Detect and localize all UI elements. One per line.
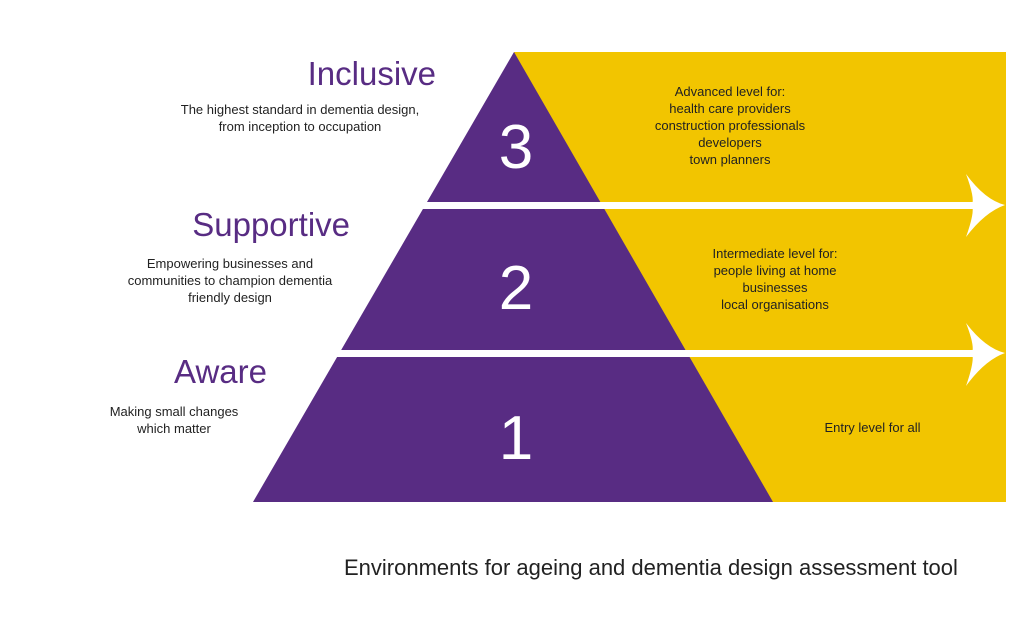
level-1-number: 1 bbox=[498, 404, 534, 473]
audience-line: local organisations bbox=[721, 297, 829, 312]
description-line: Empowering businesses and bbox=[146, 256, 314, 271]
description-line: friendly design bbox=[188, 290, 272, 305]
description-line: Making small changes bbox=[109, 404, 239, 419]
audience-line: construction professionals bbox=[654, 118, 806, 133]
divider-arrow-lower bbox=[337, 350, 980, 357]
divider-arrow-upper bbox=[420, 202, 980, 209]
level-3-number: 3 bbox=[498, 113, 534, 182]
level-2-description: Empowering businesses and communities to… bbox=[100, 255, 360, 306]
audience-line: people living at home bbox=[713, 263, 837, 278]
audience-line: businesses bbox=[742, 280, 808, 295]
description-line: The highest standard in dementia design, bbox=[180, 102, 420, 117]
level-2-title: Supportive bbox=[192, 206, 350, 243]
level-2-audience: Intermediate level for: people living at… bbox=[670, 245, 880, 313]
pyramid bbox=[253, 52, 773, 502]
audience-line: Advanced level for: bbox=[674, 84, 786, 99]
level-3-audience: Advanced level for: health care provider… bbox=[620, 83, 840, 168]
audience-line: Intermediate level for: bbox=[712, 246, 838, 261]
audience-line: Entry level for all bbox=[824, 420, 921, 435]
level-2-number: 2 bbox=[498, 254, 534, 323]
caption: Environments for ageing and dementia des… bbox=[344, 555, 958, 580]
arrow-head-icon bbox=[966, 323, 1005, 386]
description-line: communities to champion dementia bbox=[127, 273, 333, 288]
audience-line: town planners bbox=[689, 152, 771, 167]
audience-line: developers bbox=[698, 135, 762, 150]
level-1-title: Aware bbox=[174, 353, 267, 390]
level-1-description: Making small changes which matter bbox=[94, 403, 254, 437]
level-3-title: Inclusive bbox=[307, 55, 436, 92]
level-3-description: The highest standard in dementia design,… bbox=[150, 101, 450, 135]
description-line: from inception to occupation bbox=[218, 119, 382, 134]
level-1-audience: Entry level for all bbox=[800, 419, 945, 436]
arrow-head-icon bbox=[966, 174, 1005, 237]
audience-line: health care providers bbox=[669, 101, 791, 116]
description-line: which matter bbox=[137, 421, 211, 436]
